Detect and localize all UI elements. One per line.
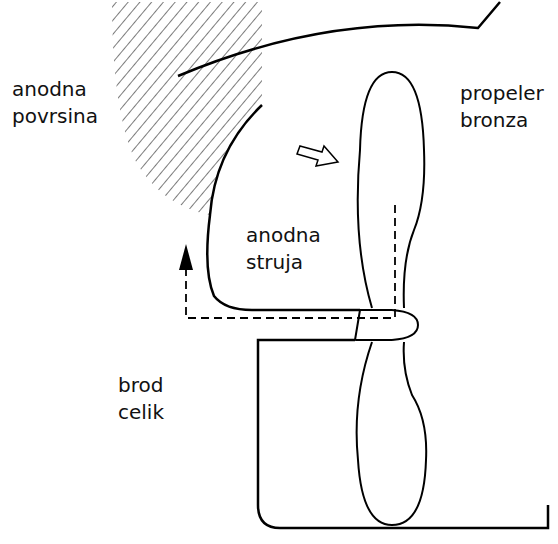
part-label: brod celik [116, 372, 166, 426]
propeller-blade [358, 72, 425, 308]
shaft [355, 310, 392, 340]
part-label: anodna povrsina [10, 76, 100, 130]
part-label: propeler bronza [458, 80, 546, 134]
hull-top [178, 2, 500, 76]
hull-bottom [258, 340, 548, 528]
current-path [186, 205, 395, 318]
current-arrowhead [179, 244, 193, 270]
current-direction-arrow [297, 146, 338, 166]
skeg-outline [207, 105, 360, 310]
anodic-hatch [112, 2, 262, 215]
propeller-blade [357, 342, 427, 525]
part-label: anodna struja [244, 222, 323, 276]
